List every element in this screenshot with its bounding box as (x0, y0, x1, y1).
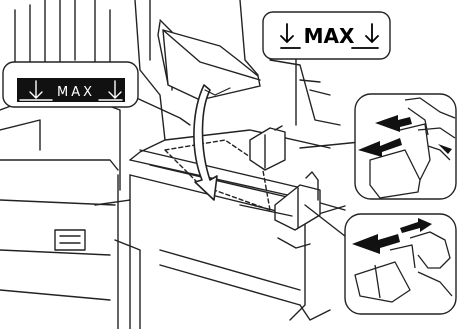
paper-tray (115, 130, 345, 329)
guide-max-callout: MAX (263, 12, 390, 59)
side-guide-zoom (355, 94, 456, 199)
end-guide-zoom (345, 214, 456, 314)
tray-max-label: MAX (57, 85, 95, 100)
side-guide-left (250, 126, 285, 170)
guide-max-label: MAX (304, 24, 355, 48)
printer-body (0, 0, 130, 329)
tray-max-callout: MAX (3, 62, 138, 107)
callout-pointer-bottom (305, 205, 350, 240)
